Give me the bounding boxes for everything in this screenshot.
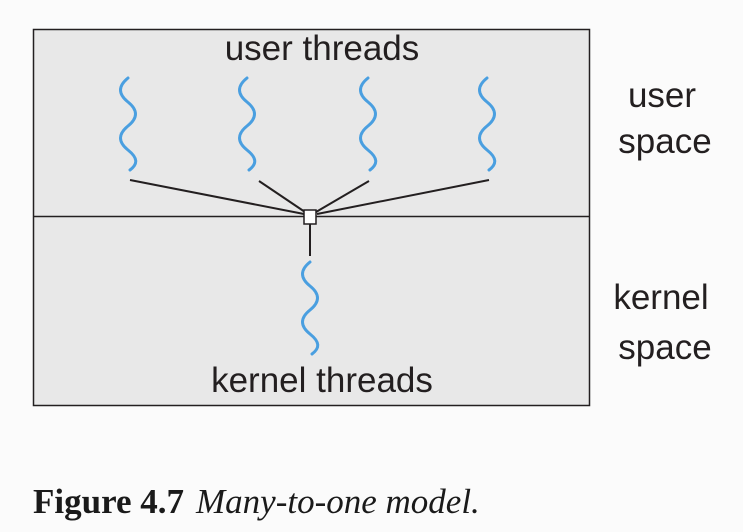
user-thread-wave-1 (119, 76, 138, 172)
figure-caption: Figure 4.7 Many-to-one model. (33, 484, 480, 519)
user-threads-label: user threads (225, 29, 420, 68)
user-thread-wave-2 (238, 76, 257, 172)
user-space-label-line2: space (618, 122, 711, 161)
mapping-line-1 (129, 179, 305, 215)
kernel-thread-wave (301, 260, 320, 356)
figure-number: Figure 4.7 (33, 482, 185, 521)
kernel-space-label-line2: space (618, 328, 711, 367)
user-threads-group (119, 76, 497, 172)
figure-title: Many-to-one model. (196, 482, 480, 521)
user-thread-wave-3 (359, 76, 378, 172)
mapping-line-3 (315, 180, 370, 213)
kernel-threads-label: kernel threads (211, 361, 433, 400)
mapping-lines (129, 179, 490, 215)
mapping-node (303, 209, 317, 225)
mapping-line-2 (258, 180, 306, 213)
user-space-label-line1: user (628, 76, 696, 115)
user-thread-wave-4 (478, 76, 497, 172)
kernel-space-label-line1: kernel (613, 278, 708, 317)
mapping-line-4 (316, 179, 490, 215)
